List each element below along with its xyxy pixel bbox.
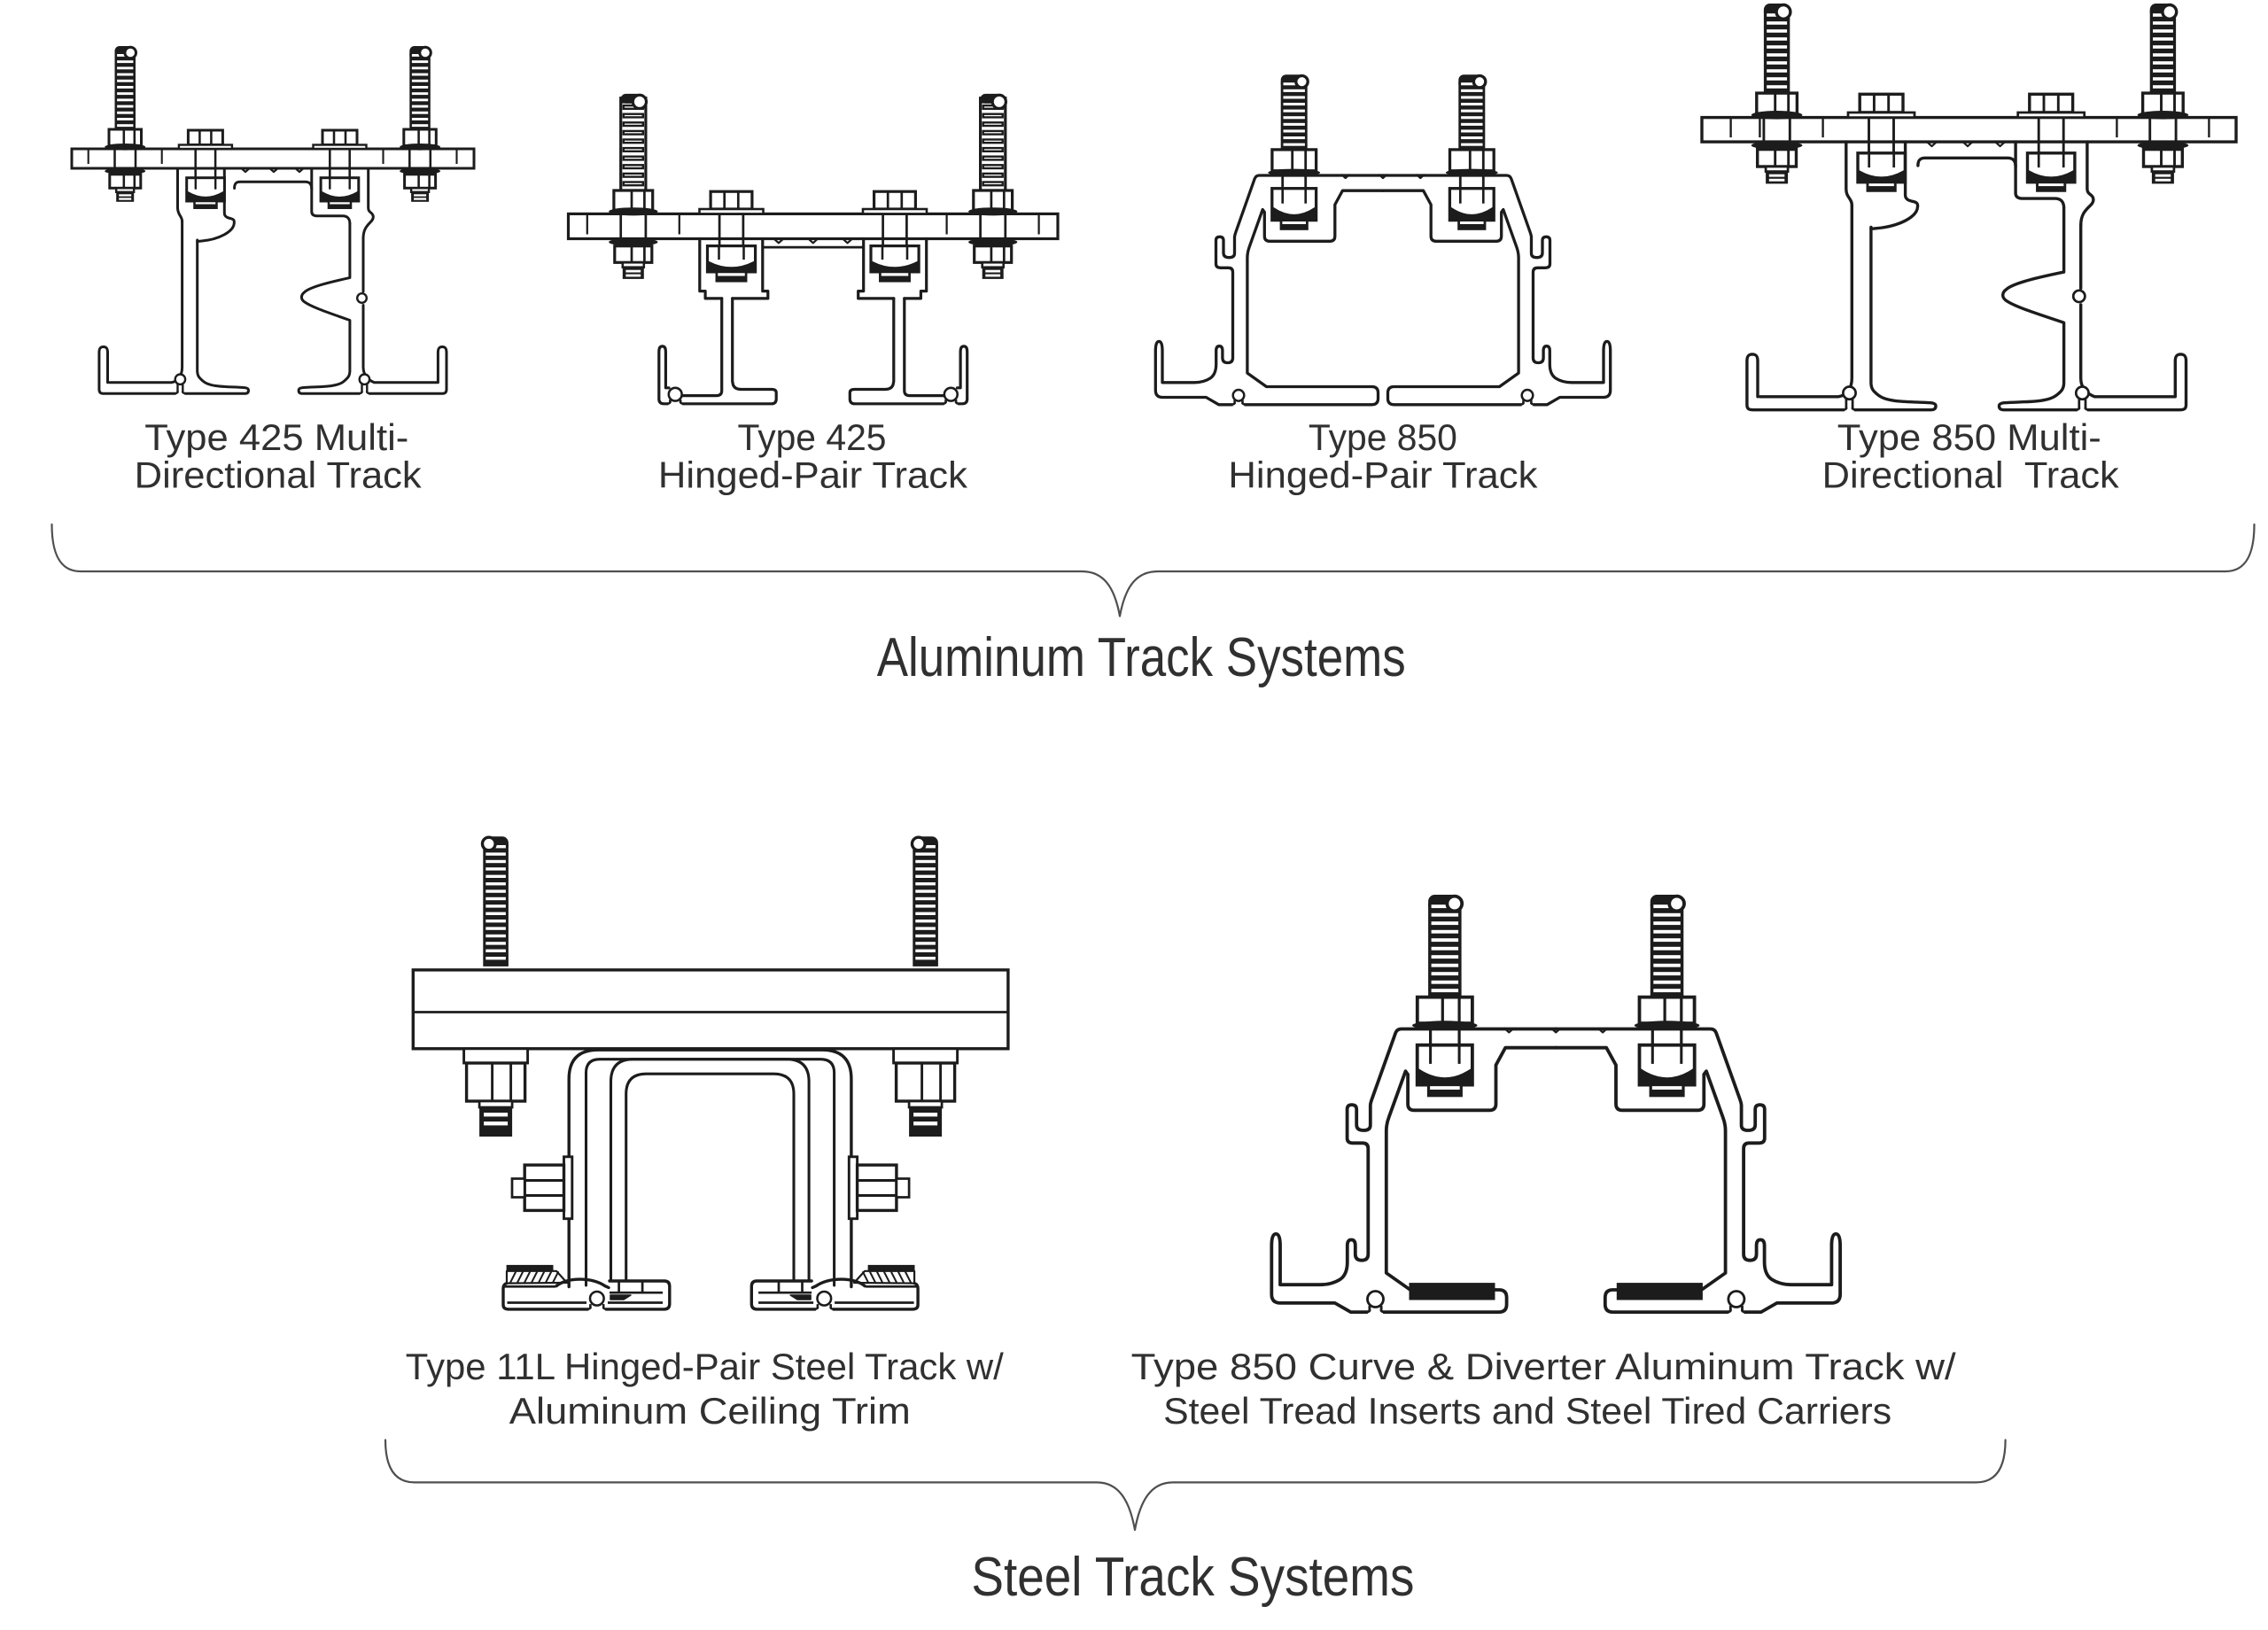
svg-text:Directional Track: Directional Track <box>1822 454 2120 496</box>
svg-text:Aluminum Ceiling Trim: Aluminum Ceiling Trim <box>509 1390 911 1432</box>
svg-text:Type 850: Type 850 <box>1309 416 1457 458</box>
svg-text:Type 850 Multi-: Type 850 Multi- <box>1837 416 2101 458</box>
svg-text:Hinged-Pair Track: Hinged-Pair Track <box>658 454 968 496</box>
svg-text:Type 425 Multi-: Type 425 Multi- <box>144 416 408 458</box>
svg-text:Type 850 Curve & Diverter Alum: Type 850 Curve & Diverter Aluminum Track… <box>1131 1346 1956 1387</box>
svg-text:Hinged-Pair Track: Hinged-Pair Track <box>1228 454 1538 496</box>
svg-text:Type 425: Type 425 <box>738 416 887 458</box>
svg-text:Steel Track Systems: Steel Track Systems <box>971 1547 1414 1608</box>
svg-text:Aluminum Track Systems: Aluminum Track Systems <box>877 627 1406 688</box>
svg-text:Directional Track: Directional Track <box>135 454 423 496</box>
svg-text:Steel Tread Inserts and Steel: Steel Tread Inserts and Steel Tired Carr… <box>1163 1390 1891 1432</box>
svg-text:Type 11L Hinged-Pair Steel Tra: Type 11L Hinged-Pair Steel Track w/ <box>406 1346 1004 1387</box>
